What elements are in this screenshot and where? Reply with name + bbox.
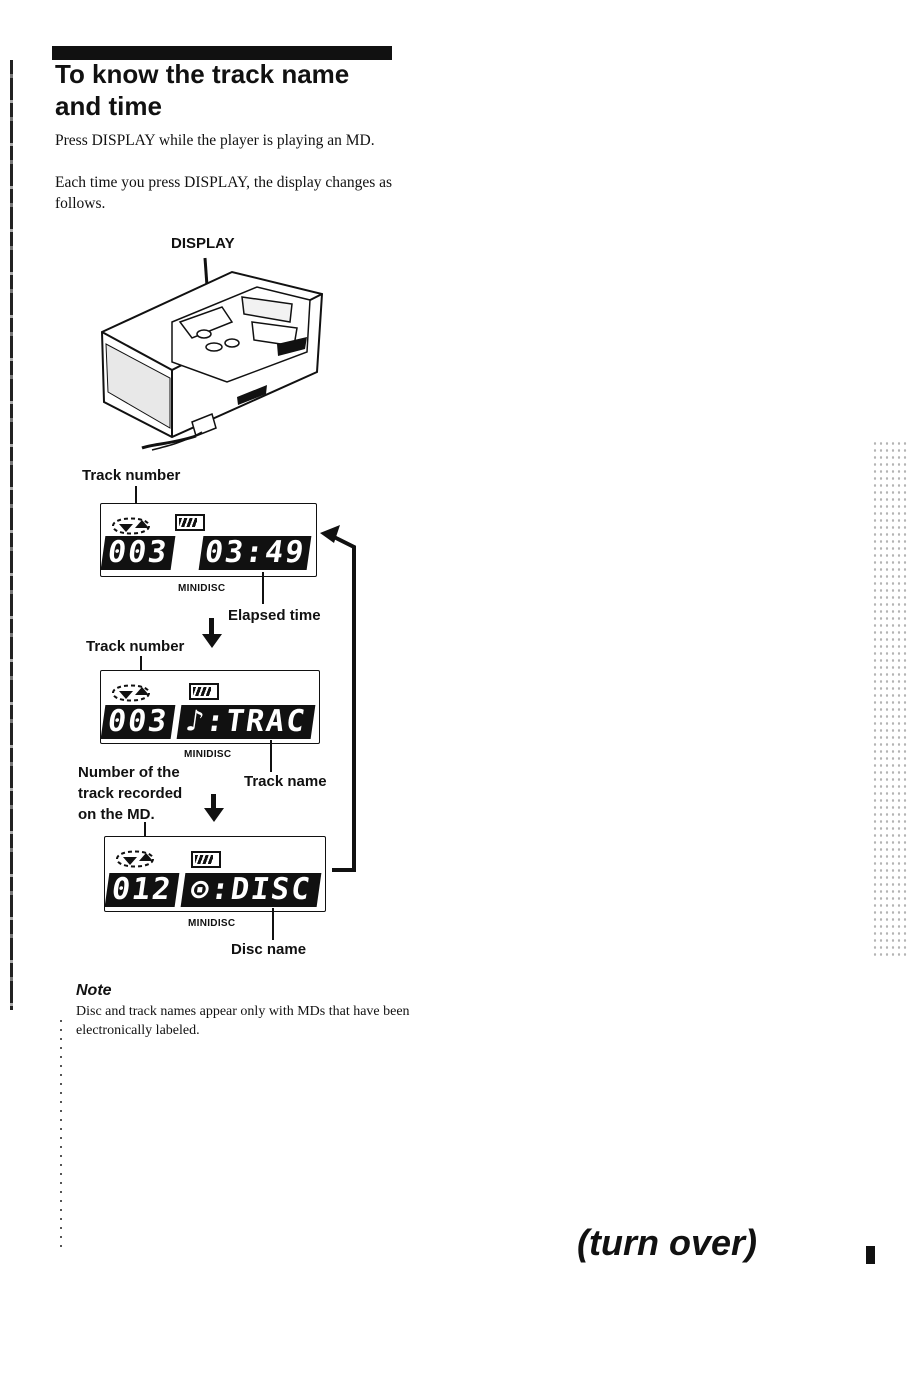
- down-arrow-2-stem: [211, 794, 216, 810]
- scan-specks: [60, 1020, 62, 1250]
- intro-paragraph-2: Each time you press DISPLAY, the display…: [55, 174, 393, 212]
- screen1-track-number-label: Track number: [82, 467, 181, 484]
- down-arrow-1-icon: [202, 634, 222, 648]
- screen2-track-name-label: Track name: [244, 773, 327, 790]
- screen1-right-text: 03:49: [198, 535, 312, 570]
- screen3-disc-name-label: Disc name: [231, 941, 307, 958]
- screen1-elapsed-label: Elapsed time: [228, 607, 321, 624]
- note-text: Disc and track names appear only with MD…: [76, 1004, 410, 1038]
- section-heading: To know the track name and time: [55, 58, 415, 122]
- heading-line-2: and time: [55, 91, 162, 121]
- player-illustration: [100, 257, 324, 451]
- screen2-lcd: 003 ♪:TRAC: [100, 670, 320, 744]
- screen1-elapsed-pointer: [262, 572, 264, 604]
- screen1-lcd: 003 03:49: [100, 503, 317, 577]
- screen3-disc-pointer: [272, 908, 274, 940]
- battery-icon: [191, 851, 221, 868]
- screen3-track-count-label: Number of the track recorded on the MD.: [78, 762, 182, 825]
- battery-icon: [175, 514, 205, 531]
- screen3-left-digits: 012: [104, 872, 180, 907]
- screen1-left-digits: 003: [100, 535, 176, 570]
- intro-paragraph-1: Press DISPLAY while the player is playin…: [55, 132, 375, 149]
- screen3-minidisc-label: MINIDISC: [188, 918, 236, 929]
- screen3-lcd: 012 ⊙:DISC: [104, 836, 326, 912]
- disc-indicator-icon: [115, 850, 155, 868]
- cycle-arrow: [320, 525, 356, 872]
- display-button-label: DISPLAY: [171, 235, 235, 252]
- screen2-right-text: ♪:TRAC: [176, 704, 316, 739]
- heading-bar: [52, 46, 392, 60]
- track-count-line-3: on the MD.: [78, 806, 155, 823]
- disc-indicator-icon: [111, 517, 151, 535]
- turn-over-label: (turn over): [577, 1222, 757, 1263]
- screen2-track-number-label: Track number: [86, 638, 185, 655]
- down-arrow-1-stem: [209, 618, 214, 636]
- screen2-name-pointer: [270, 740, 272, 772]
- screen2-left-digits: 003: [100, 704, 176, 739]
- screen3-right-text: ⊙:DISC: [180, 872, 322, 907]
- down-arrow-2-icon: [204, 808, 224, 822]
- scan-noise-right: [872, 440, 908, 960]
- page-spine-edge: [10, 60, 13, 1010]
- end-mark: [866, 1246, 875, 1264]
- screen2-minidisc-label: MINIDISC: [184, 749, 232, 760]
- heading-line-1: To know the track name: [55, 59, 350, 89]
- track-count-line-2: track recorded: [78, 785, 183, 802]
- battery-icon: [189, 683, 219, 700]
- track-count-line-1: Number of the: [78, 764, 180, 781]
- disc-indicator-icon: [111, 684, 151, 702]
- screen1-minidisc-label: MINIDISC: [178, 583, 226, 594]
- note-title: Note: [76, 982, 112, 999]
